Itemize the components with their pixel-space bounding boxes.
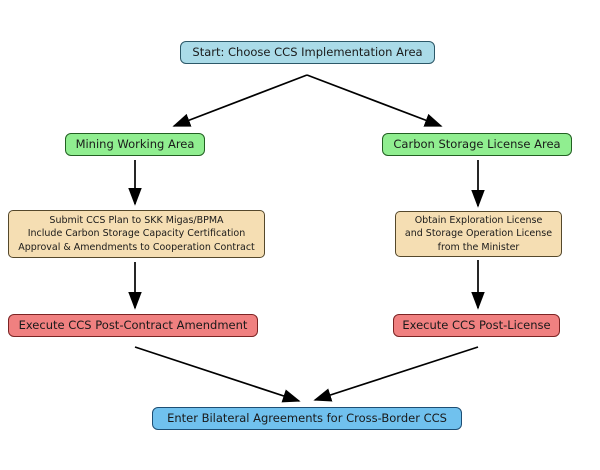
flow-node-start: Start: Choose CCS Implementation Area [180, 41, 435, 64]
flow-node-execute-post-contract-amendment: Execute CCS Post-Contract Amendment [8, 314, 258, 337]
edge-post-contract-to-bilateral [134, 346, 301, 403]
flow-node-obtain-licenses: Obtain Exploration License and Storage O… [395, 211, 562, 257]
flow-node-execute-post-license: Execute CCS Post-License [393, 314, 560, 337]
flow-node-submit-ccs-plan: Submit CCS Plan to SKK Migas/BPMA Includ… [8, 210, 265, 258]
flow-node-carbon-storage-license-area: Carbon Storage License Area [382, 133, 572, 156]
flow-node-bilateral-agreements: Enter Bilateral Agreements for Cross-Bor… [152, 407, 462, 430]
edge-post-license-to-bilateral [313, 346, 479, 402]
flow-node-mining-working-area: Mining Working Area [65, 133, 205, 156]
edge-start-to-carbon-storage [306, 74, 443, 127]
edge-start-to-mining [172, 74, 308, 127]
